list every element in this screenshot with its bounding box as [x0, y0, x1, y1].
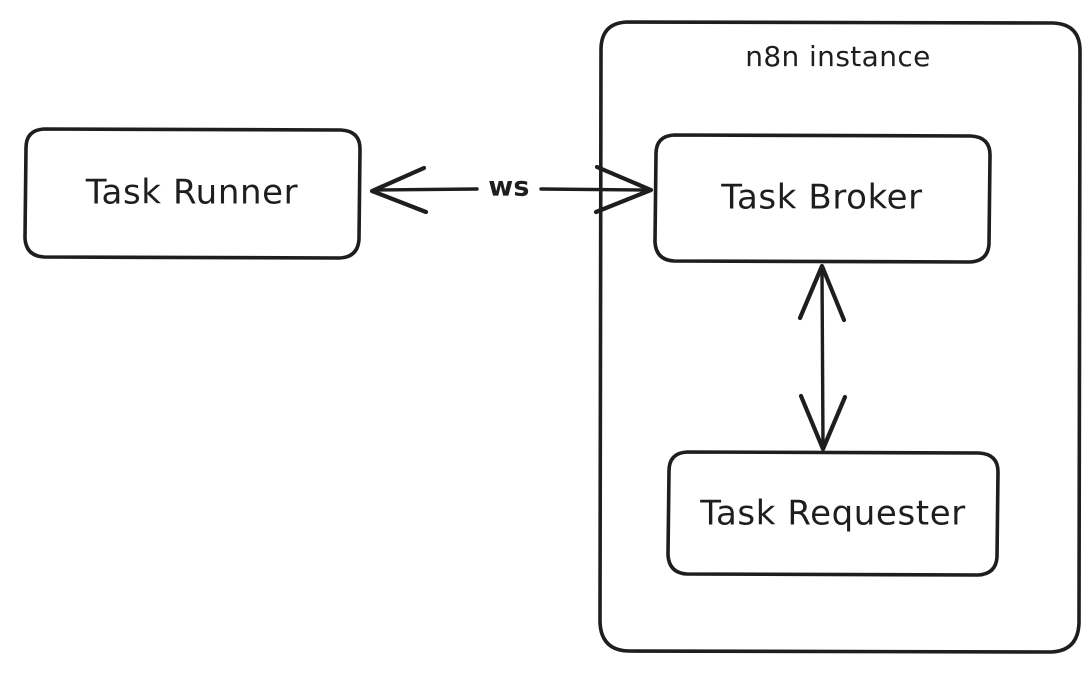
node-task-requester[interactable]: Task Requester — [666, 450, 1000, 577]
edge-runner-broker-arrowhead-left — [369, 165, 429, 215]
container-n8n-instance-label: n8n instance — [745, 40, 931, 73]
container-n8n-instance-outline — [598, 20, 1082, 654]
node-task-broker-outline — [653, 133, 992, 264]
edge-runner-broker-line-right — [539, 187, 647, 192]
edge-broker-requester-arrowhead-bottom — [798, 393, 848, 452]
container-n8n-instance[interactable]: n8n instance — [598, 20, 1082, 654]
node-task-requester-outline — [666, 450, 1000, 577]
edge-broker-requester[interactable] — [797, 263, 848, 452]
node-task-runner[interactable]: Task Runner — [23, 127, 362, 260]
node-task-broker-label: Task Broker — [720, 178, 923, 218]
edge-broker-requester-line — [820, 269, 825, 446]
node-task-broker[interactable]: Task Broker — [653, 133, 992, 264]
edge-runner-broker[interactable]: ws — [369, 164, 654, 215]
edge-broker-requester-arrowhead-top — [797, 263, 847, 323]
edge-runner-broker-label: ws — [488, 172, 530, 203]
edge-runner-broker-arrowhead-right — [593, 164, 654, 215]
node-task-runner-outline — [23, 127, 362, 260]
node-task-requester-label: Task Requester — [699, 494, 966, 534]
edge-runner-broker-line-left — [376, 187, 479, 192]
node-task-runner-label: Task Runner — [85, 173, 298, 213]
